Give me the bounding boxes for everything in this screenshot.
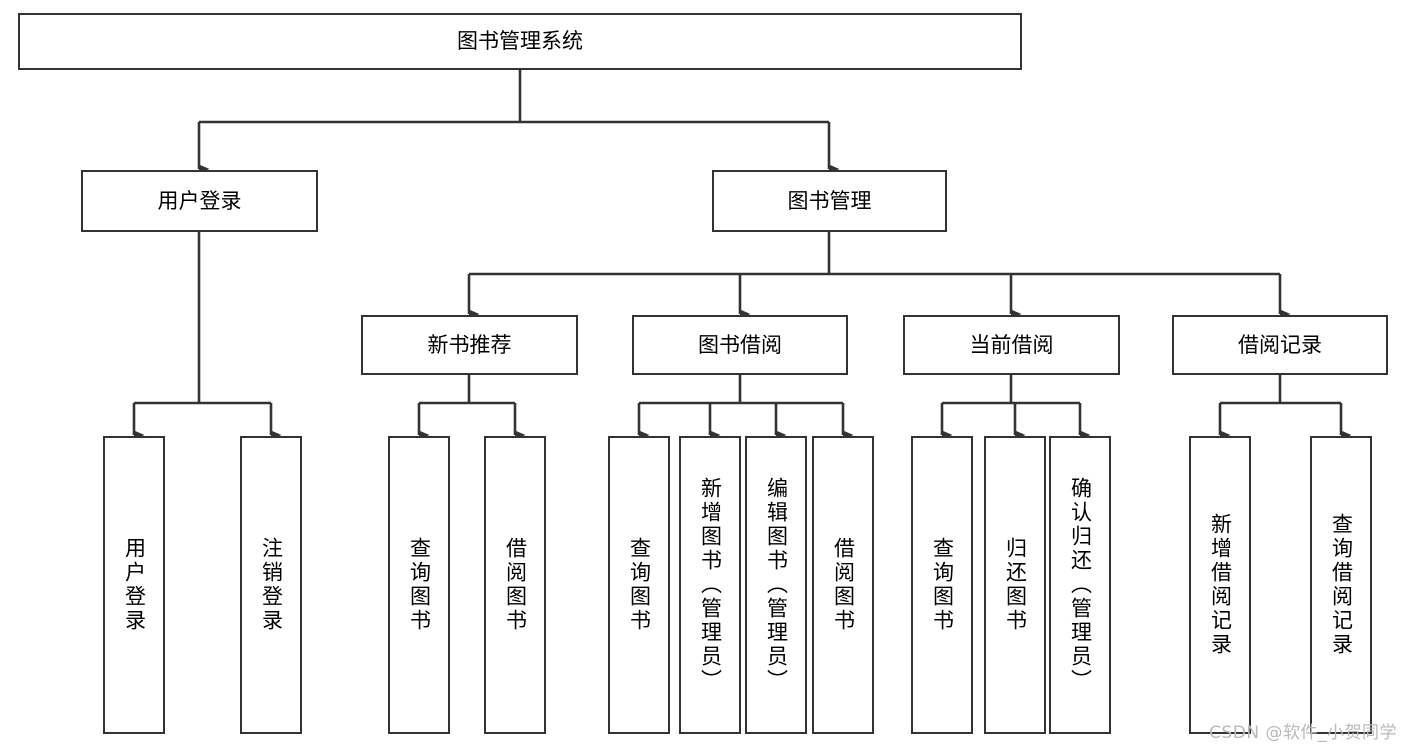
node-label: 查询图书 [627,537,652,633]
node-label: 新增借阅记录 [1208,513,1233,657]
node-level3-2[interactable]: 当前借阅 [903,315,1120,375]
node-leaf-1[interactable]: 注销登录 [240,436,302,734]
node-leaf-0[interactable]: 用户登录 [103,436,165,734]
node-label: 新书推荐 [427,332,512,357]
node-leaf-5[interactable]: 新增图书（管理员） [679,436,741,734]
node-level2-1[interactable]: 图书管理 [712,170,947,232]
node-label: 用户登录 [122,537,147,633]
node-label: 编辑图书（管理员） [764,477,789,693]
node-level3-3[interactable]: 借阅记录 [1172,315,1388,375]
node-label: 图书借阅 [698,332,782,357]
node-leaf-11[interactable]: 新增借阅记录 [1189,436,1251,734]
node-label: 借阅图书 [831,537,856,633]
node-label: 用户登录 [157,188,242,213]
node-leaf-2[interactable]: 查询图书 [388,436,450,734]
node-label: 图书管理系统 [457,29,583,54]
node-label: 新增图书（管理员） [698,477,723,693]
node-label: 查询图书 [407,537,432,633]
node-root-0[interactable]: 图书管理系统 [18,13,1022,70]
node-label: 注销登录 [259,537,284,633]
csdn-watermark: CSDN @软件_小贺同学 [1209,723,1397,743]
node-label: 查询图书 [930,537,955,633]
node-level3-0[interactable]: 新书推荐 [361,315,578,375]
node-leaf-8[interactable]: 查询图书 [911,436,973,734]
node-leaf-9[interactable]: 归还图书 [984,436,1046,734]
node-leaf-4[interactable]: 查询图书 [608,436,670,734]
node-label: 确认归还（管理员） [1068,477,1093,693]
node-label: 当前借阅 [969,332,1054,357]
node-level2-0[interactable]: 用户登录 [81,170,318,232]
node-label: 借阅记录 [1238,332,1322,357]
node-leaf-6[interactable]: 编辑图书（管理员） [745,436,807,734]
node-label: 归还图书 [1003,537,1028,633]
node-level3-1[interactable]: 图书借阅 [632,315,848,375]
node-leaf-3[interactable]: 借阅图书 [484,436,546,734]
node-label: 借阅图书 [503,537,528,633]
node-label: 图书管理 [787,188,872,213]
node-leaf-10[interactable]: 确认归还（管理员） [1049,436,1111,734]
node-leaf-12[interactable]: 查询借阅记录 [1310,436,1372,734]
node-label: 查询借阅记录 [1329,513,1354,657]
node-leaf-7[interactable]: 借阅图书 [812,436,874,734]
